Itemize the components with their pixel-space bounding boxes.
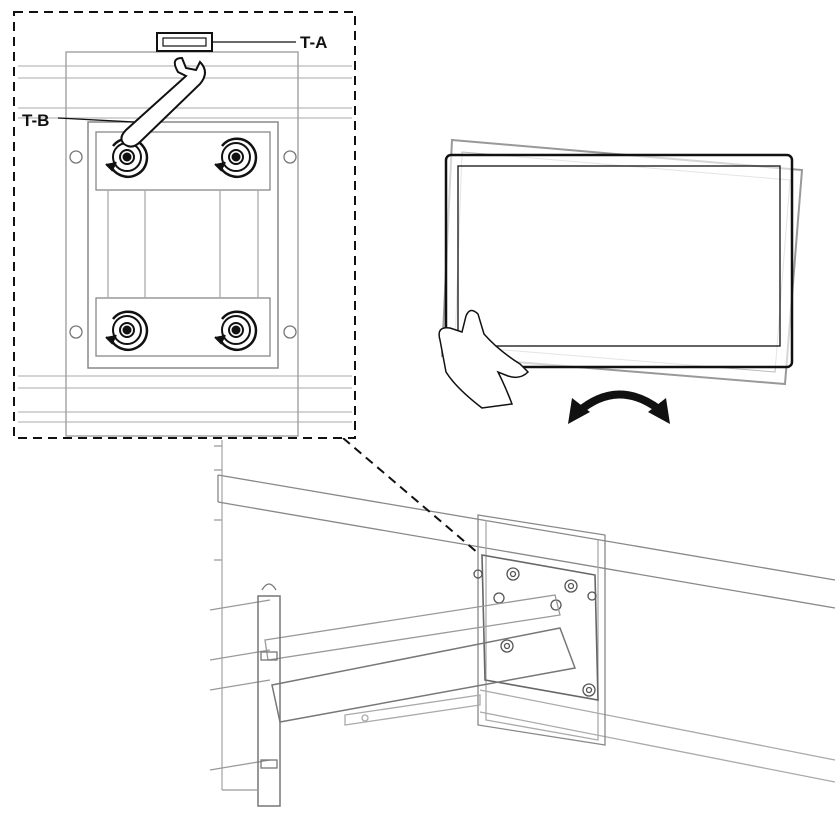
hex-key-tool [156,32,296,52]
tv-screen-illustration [440,138,804,386]
bolt-top-right [214,137,258,178]
bolt-bottom-right [214,310,258,351]
wall-mount-assembly [209,440,836,807]
hand-icon [438,309,530,409]
rotate-arrow-icon [568,390,670,424]
callout-t-b: T-B [22,111,49,130]
bolt-bottom-left [105,310,149,351]
detail-leader-line [342,437,479,554]
wrench-icon [57,56,206,148]
callout-t-a: T-A [300,33,327,52]
